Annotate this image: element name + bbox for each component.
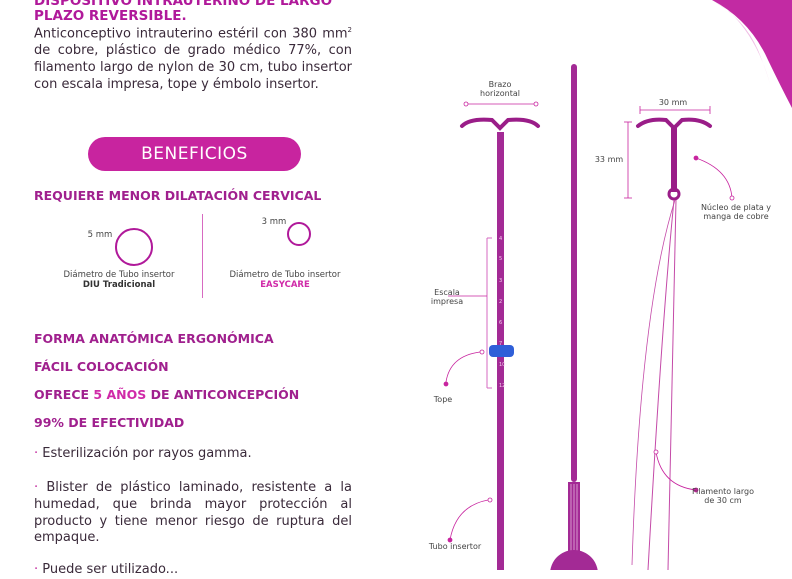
svg-text:10: 10 xyxy=(499,362,505,368)
label-33mm: 33 mm xyxy=(594,155,624,164)
label-escala-impresa: Escala impresa xyxy=(430,288,464,306)
label-nucleo: Núcleo de plata y manga de cobre xyxy=(700,203,772,221)
svg-text:6: 6 xyxy=(499,320,502,326)
bullet-item: · Puede ser utilizado... xyxy=(34,562,179,577)
plunger-rod xyxy=(550,64,598,570)
traditional-tube-circle xyxy=(115,228,153,266)
easycare-size-label: 3 mm xyxy=(261,217,287,227)
svg-text:7: 7 xyxy=(499,341,502,347)
svg-text:2: 2 xyxy=(499,299,502,305)
svg-text:3: 3 xyxy=(499,278,502,284)
scale-marks: 4 5 3 2 6 7 10 12 xyxy=(499,236,505,389)
traditional-size-label: 5 mm xyxy=(87,230,113,240)
bullet-item: · Blister de plástico laminado, resisten… xyxy=(34,480,352,546)
page-title: DISPOSITIVO INTRAUTERINO DE LARGO PLAZO … xyxy=(34,0,333,24)
label-30mm: 30 mm xyxy=(658,98,688,107)
label-tope: Tope xyxy=(433,395,453,404)
iud-diagram: 4 5 3 2 6 7 10 12 xyxy=(443,64,735,570)
benefit-item: FÁCIL COLOCACIÓN xyxy=(34,359,169,374)
label-filamento: Filamento largo de 30 cm xyxy=(692,487,754,505)
easycare-tube-circle xyxy=(287,222,311,246)
dilation-heading: REQUIERE MENOR DILATACIÓN CERVICAL xyxy=(34,188,322,203)
label-brazo-horizontal: Brazo horizontal xyxy=(480,80,520,98)
product-description: Anticonceptivo intrauterino estéril con … xyxy=(34,26,352,92)
label-tubo-insertor: Tubo insertor xyxy=(428,542,482,551)
easycare-caption: Diámetro de Tubo insertor EASYCARE xyxy=(229,270,341,290)
traditional-caption: Diámetro de Tubo insertor DIU Tradiciona… xyxy=(63,270,175,290)
benefits-pill: BENEFICIOS xyxy=(88,137,301,171)
svg-text:5: 5 xyxy=(499,256,502,262)
benefit-item: FORMA ANATÓMICA ERGONÓMICA xyxy=(34,331,274,346)
comparison-divider xyxy=(202,214,203,298)
decorative-wave xyxy=(712,0,792,108)
svg-text:12: 12 xyxy=(499,383,505,389)
svg-text:4: 4 xyxy=(499,236,502,242)
benefit-item: OFRECE 5 AÑOS DE ANTICONCEPCIÓN xyxy=(34,387,300,402)
iud-device xyxy=(631,117,712,570)
iud-in-tube xyxy=(460,117,540,570)
benefit-item: 99% DE EFECTIVIDAD xyxy=(34,415,185,430)
bullet-item: · Esterilización por rayos gamma. xyxy=(34,446,252,461)
